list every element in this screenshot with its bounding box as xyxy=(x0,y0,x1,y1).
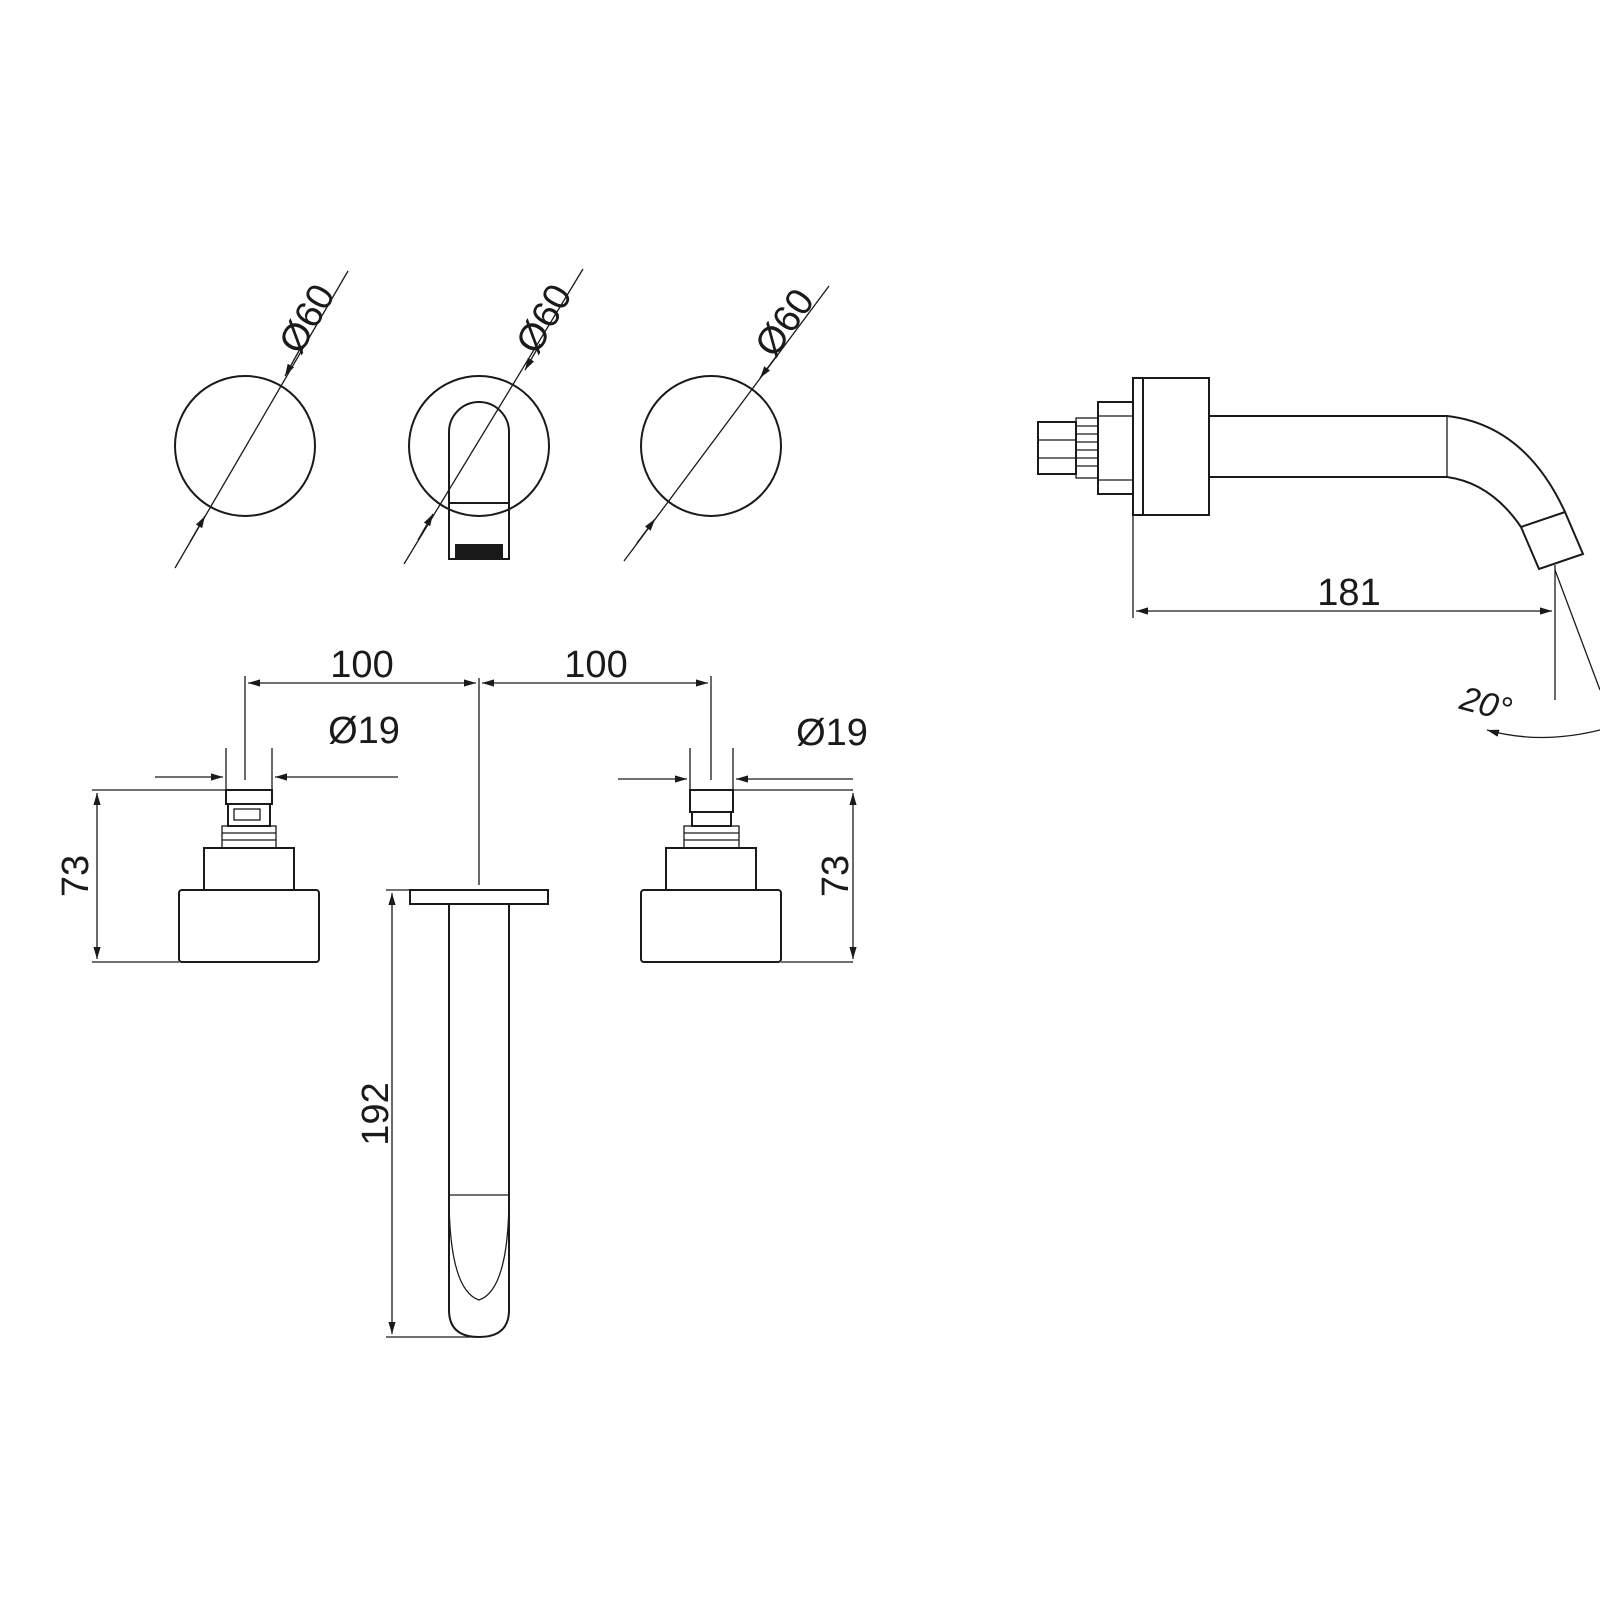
right-height-label: 73 xyxy=(815,855,857,897)
spout-top-edge xyxy=(1209,415,1566,513)
spout-plate-edge xyxy=(409,889,549,905)
spout-outlet xyxy=(448,502,510,560)
angle-arc xyxy=(1486,729,1600,739)
aerator xyxy=(455,544,503,558)
right-handle-body xyxy=(640,889,782,963)
angle-label: 20° xyxy=(1455,679,1515,729)
spout-elevation: 192 xyxy=(355,889,549,1339)
plate-body xyxy=(1142,377,1210,516)
right-stem-label: Ø19 xyxy=(796,712,868,754)
projection-label: 181 xyxy=(1317,572,1380,614)
right-spacing-label: 100 xyxy=(564,644,627,686)
spout-diameter-leader xyxy=(403,268,584,565)
spout-plate-plan: Ø60 xyxy=(403,268,584,565)
spout-bottom-edge xyxy=(1209,476,1522,528)
top-view: Ø60 Ø60 Ø60 xyxy=(174,268,830,569)
left-diameter-label: Ø60 xyxy=(271,277,343,360)
left-handle-body xyxy=(178,889,320,963)
left-stem-label: Ø19 xyxy=(328,710,400,752)
spout-outlet-side xyxy=(1519,510,1585,571)
valve-stem xyxy=(1037,421,1077,475)
left-height-label: 73 xyxy=(55,855,97,897)
right-diameter-leader xyxy=(623,285,830,562)
left-spacing-label: 100 xyxy=(330,644,393,686)
right-diameter-label: Ø60 xyxy=(747,282,823,365)
side-view: 181 20° xyxy=(1037,377,1600,739)
wall-plate xyxy=(1132,377,1144,516)
left-handle-elevation: Ø19 73 xyxy=(55,710,400,963)
right-handle-plan: Ø60 xyxy=(623,282,830,562)
left-handle-plan: Ø60 xyxy=(174,270,349,569)
spout-length-label: 192 xyxy=(355,1082,397,1145)
front-view: 100 100 Ø19 73 xyxy=(55,644,868,1339)
right-handle-elevation: Ø19 73 xyxy=(618,712,868,963)
